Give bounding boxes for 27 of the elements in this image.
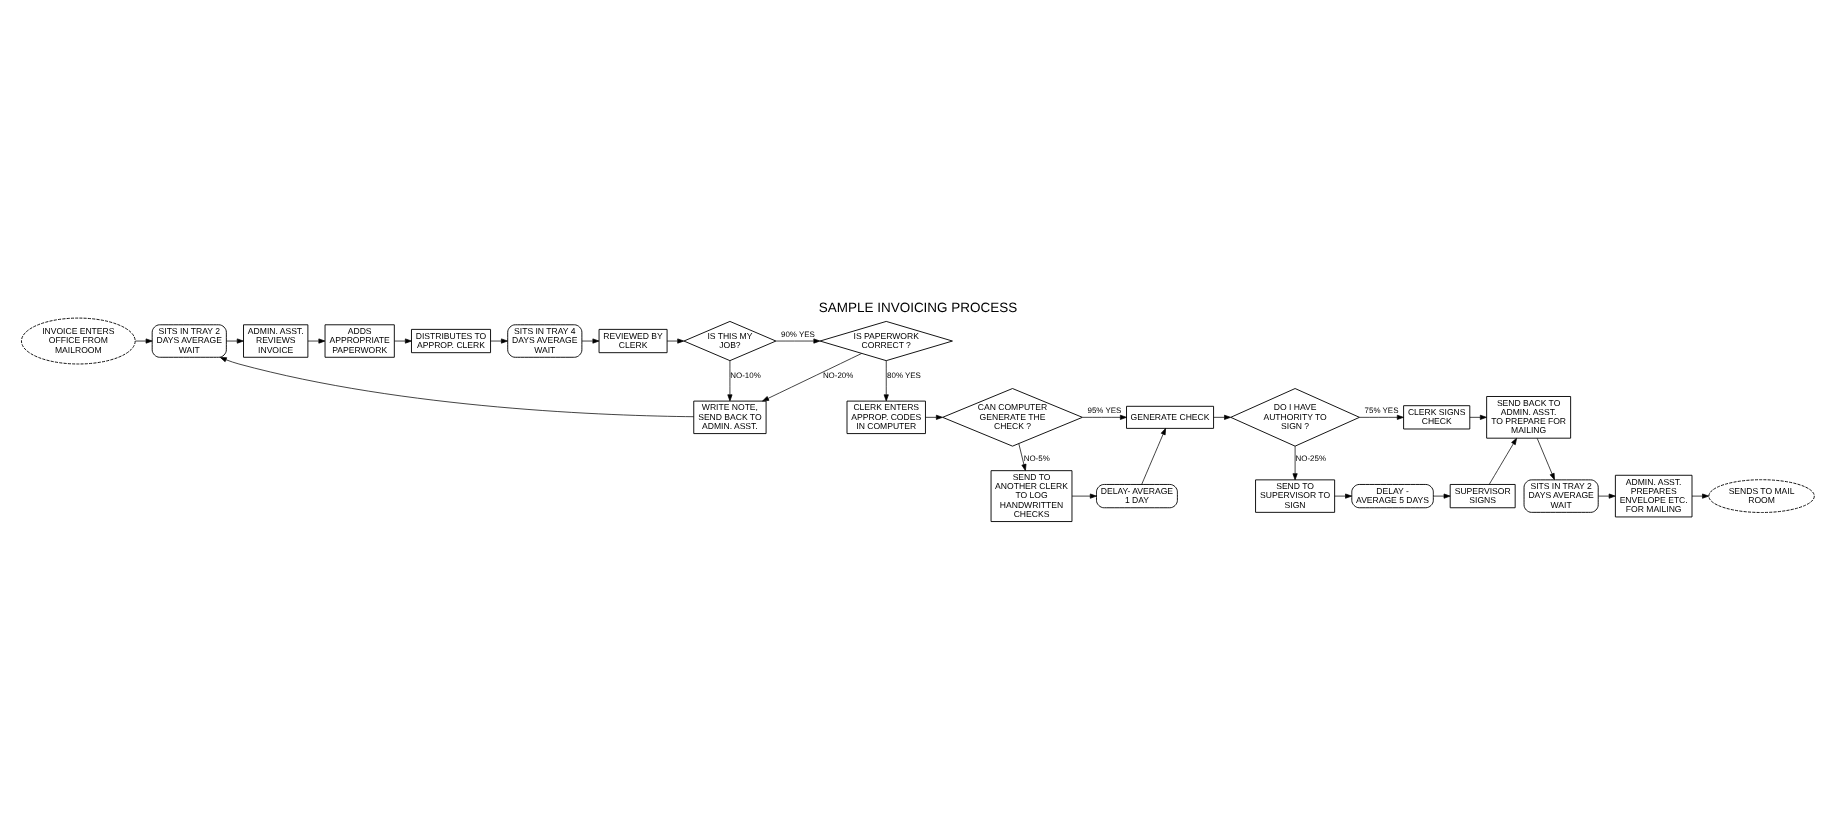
arrow [1071,492,1097,498]
arrow [1359,413,1404,419]
arrow [727,359,733,401]
arrow [775,337,821,343]
arrow [226,337,244,343]
arrow [307,337,326,343]
arrow [1536,436,1555,480]
arrow [1433,492,1451,498]
arrow [925,413,943,419]
arrow [762,352,862,401]
arrow [219,356,694,417]
arrow [1488,436,1517,484]
arrow [1213,413,1231,419]
arrow [394,337,412,343]
arrow [1018,442,1027,470]
arrow [1469,413,1487,419]
arrow [1292,444,1298,480]
arrow [581,337,600,343]
arrow [1334,492,1352,498]
arrow [1598,492,1616,498]
arrow [134,337,153,343]
arrow [883,359,889,401]
arrow [1691,492,1709,498]
arrow [1082,413,1127,419]
arrow [666,337,685,343]
arrow [1141,427,1166,484]
arrow [490,337,508,343]
